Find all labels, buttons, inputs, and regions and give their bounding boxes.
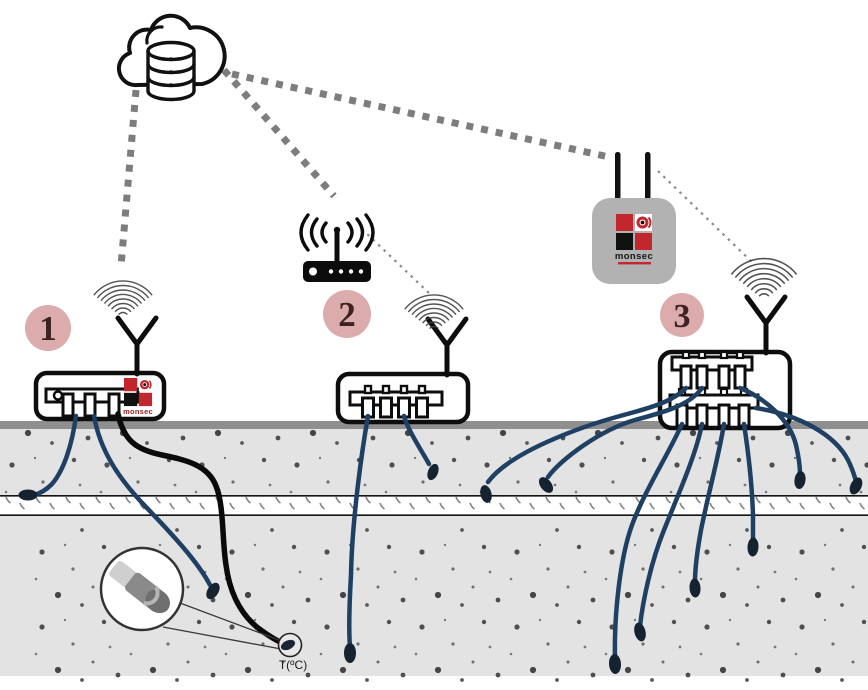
datalogger-node1: monsec <box>33 370 167 422</box>
ground-layers <box>0 421 868 688</box>
cable <box>753 405 859 484</box>
soil-probe-icon <box>206 582 220 600</box>
wifi-signal-icon <box>730 257 798 297</box>
link-gateway-node3 <box>657 170 756 266</box>
database-cylinder-icon <box>146 40 196 102</box>
cable <box>737 385 803 477</box>
temperature-cable <box>115 411 283 645</box>
cable <box>401 413 432 467</box>
soil-probe-icon <box>18 489 38 501</box>
gateway-antenna-left <box>615 152 621 202</box>
wifi-signal-icon <box>93 280 153 316</box>
soil-probe-icon <box>109 560 171 614</box>
soil-probe-icon <box>427 463 439 481</box>
datalogger-node3 <box>657 349 793 431</box>
link-router-node2 <box>361 228 433 297</box>
monsec-logo: monsec <box>614 212 654 265</box>
cable <box>485 385 689 485</box>
node-badge-2: 2 <box>323 290 371 338</box>
badge-number: 1 <box>39 309 57 348</box>
brand-label: monsec <box>123 407 153 416</box>
y-antenna-icon <box>428 319 466 375</box>
soil-probe-icon <box>794 471 806 489</box>
soil-probe-icon <box>480 485 492 503</box>
datalogger-node2 <box>335 371 471 425</box>
sensor-plug <box>83 392 97 418</box>
temperature-probe-magnifier <box>99 546 282 650</box>
soil-probe-icon <box>538 477 554 493</box>
cable <box>347 413 371 650</box>
comm-links <box>117 67 756 297</box>
soil-probe-icon <box>849 477 863 495</box>
cloud-database-icon <box>117 13 227 102</box>
soil-probe-icon <box>634 622 646 642</box>
soil-probe-icon <box>608 654 622 674</box>
cable <box>545 385 705 480</box>
soil-probe-icon <box>747 537 759 557</box>
wifi-router-icon <box>299 213 375 282</box>
gateway-antenna-right <box>645 152 651 202</box>
cable <box>91 413 213 588</box>
link-cloud-node1 <box>117 89 140 267</box>
sensor-plug <box>61 392 75 418</box>
brand-label: monsec <box>615 251 653 262</box>
link-cloud-router <box>221 67 337 199</box>
monsec-logo-small: monsec <box>122 376 154 416</box>
y-antenna-icon <box>118 318 156 374</box>
node-badge-3: 3 <box>660 293 704 337</box>
node-badge-1: 1 <box>25 305 71 351</box>
monsec-gateway-icon: monsec <box>592 152 676 284</box>
cable <box>692 421 727 585</box>
soil-probe-icon <box>689 578 701 598</box>
cable <box>741 421 756 545</box>
soil-probe-icon <box>344 643 356 663</box>
temperature-sensor-endpoint: T(ºC) <box>277 632 307 672</box>
y-antenna-icon <box>747 297 785 353</box>
ground-surface-line <box>0 421 868 429</box>
probe-tips <box>18 463 863 674</box>
link-cloud-gateway <box>231 70 610 161</box>
sensor-plugs-top <box>679 350 747 390</box>
cable <box>612 421 685 661</box>
badge-number: 3 <box>674 298 691 335</box>
badge-number: 2 <box>338 295 356 334</box>
sensor-cables <box>31 385 859 661</box>
cable <box>31 413 79 498</box>
sensor-plugs <box>361 384 429 419</box>
cable <box>637 421 705 629</box>
temperature-label: T(ºC) <box>279 658 307 672</box>
sensor-plug <box>107 392 121 418</box>
